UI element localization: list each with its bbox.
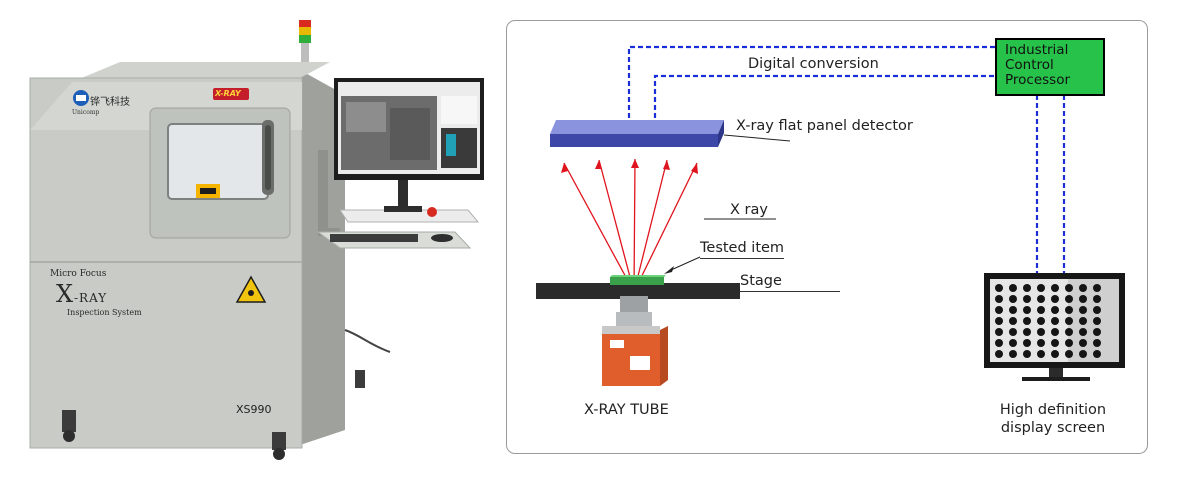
display-dot bbox=[1051, 295, 1059, 303]
display-dot bbox=[1093, 284, 1101, 292]
display-dot bbox=[1093, 317, 1101, 325]
display-dot bbox=[1065, 317, 1073, 325]
display-dot bbox=[1023, 306, 1031, 314]
display-dot bbox=[995, 317, 1003, 325]
signal-tower-light bbox=[299, 20, 311, 73]
stage-plate bbox=[536, 283, 740, 299]
display-dot bbox=[1093, 350, 1101, 358]
display-dot bbox=[1079, 350, 1087, 358]
display-dot bbox=[1079, 306, 1087, 314]
display-dot bbox=[1023, 350, 1031, 358]
display-dot bbox=[1009, 284, 1017, 292]
display-dot bbox=[1037, 317, 1045, 325]
label-tested-item: Tested item bbox=[700, 240, 785, 259]
display-dot bbox=[1009, 295, 1017, 303]
flat-panel-detector bbox=[550, 120, 724, 147]
display-dot bbox=[1051, 284, 1059, 292]
brand-micro-focus: Micro Focus bbox=[50, 269, 107, 279]
display-dot bbox=[1009, 339, 1017, 347]
brand-ray: -RAY bbox=[74, 291, 108, 305]
display-dot bbox=[995, 328, 1003, 336]
display-dot bbox=[1079, 284, 1087, 292]
logo-company-text: 铧飞科技 bbox=[90, 97, 130, 108]
logo-sub-text: Unicomp bbox=[72, 109, 100, 116]
label-digital-conversion: Digital conversion bbox=[748, 56, 879, 72]
xray-machine-illustration bbox=[29, 20, 484, 460]
display-dot bbox=[995, 295, 1003, 303]
display-dot bbox=[1037, 306, 1045, 314]
display-dot bbox=[1051, 328, 1059, 336]
brand-inspection-system: Inspection System bbox=[67, 308, 142, 317]
display-dot bbox=[995, 350, 1003, 358]
keyboard bbox=[330, 234, 418, 242]
display-dot bbox=[1093, 328, 1101, 336]
display-dot bbox=[1023, 295, 1031, 303]
label-flat-panel-detector: X-ray flat panel detector bbox=[736, 118, 913, 134]
xray-beam-arrowheads bbox=[561, 159, 698, 174]
xray-tube bbox=[602, 296, 668, 386]
display-dot bbox=[1065, 295, 1073, 303]
display-dot bbox=[1051, 339, 1059, 347]
display-dot bbox=[1065, 350, 1073, 358]
display-dot bbox=[1093, 295, 1101, 303]
ipc-label: Industrial Control Processor bbox=[1005, 42, 1071, 88]
data-link-lines bbox=[627, 45, 1066, 273]
display-dot bbox=[1023, 339, 1031, 347]
display-dot bbox=[1037, 339, 1045, 347]
label-x-ray: X ray bbox=[730, 202, 768, 218]
display-dot bbox=[1079, 328, 1087, 336]
display-dot bbox=[1065, 306, 1073, 314]
display-dot bbox=[995, 339, 1003, 347]
display-dot bbox=[1009, 317, 1017, 325]
callout-leaders bbox=[670, 134, 791, 271]
display-dot bbox=[1079, 317, 1087, 325]
display-dot bbox=[1051, 317, 1059, 325]
xray-badge bbox=[213, 88, 249, 100]
display-dot bbox=[1065, 339, 1073, 347]
display-dot bbox=[1065, 284, 1073, 292]
display-dot bbox=[1093, 306, 1101, 314]
display-dot bbox=[1065, 328, 1073, 336]
industrial-control-processor-box: Industrial Control Processor bbox=[995, 38, 1105, 96]
model-number: XS990 bbox=[236, 403, 272, 416]
display-dot bbox=[1037, 284, 1045, 292]
label-xray-tube: X-RAY TUBE bbox=[584, 402, 669, 418]
display-dot bbox=[1037, 328, 1045, 336]
xray-machine-photo: 铧飞科技 Unicomp X-RAY Micro Focus X -RAY In… bbox=[0, 0, 490, 483]
display-dot bbox=[1009, 306, 1017, 314]
xray-beams bbox=[563, 158, 698, 293]
display-dot bbox=[1079, 339, 1087, 347]
display-dot bbox=[1009, 350, 1017, 358]
display-dot bbox=[1051, 306, 1059, 314]
display-dot bbox=[1023, 284, 1031, 292]
display-dot bbox=[995, 306, 1003, 314]
label-stage: Stage bbox=[740, 273, 840, 292]
display-dot bbox=[1079, 295, 1087, 303]
brand-x: X bbox=[56, 280, 74, 308]
display-dot bbox=[995, 284, 1003, 292]
display-dot bbox=[1051, 350, 1059, 358]
display-dot-grid bbox=[995, 284, 1101, 358]
display-dot bbox=[1037, 295, 1045, 303]
display-dot bbox=[1093, 339, 1101, 347]
display-dot bbox=[1009, 328, 1017, 336]
display-dot bbox=[1037, 350, 1045, 358]
tested-item-block bbox=[610, 277, 664, 285]
display-dot bbox=[1023, 317, 1031, 325]
display-dot bbox=[1023, 328, 1031, 336]
xray-badge-label: X-RAY bbox=[215, 89, 241, 98]
label-hd-display: High definition display screen bbox=[999, 402, 1107, 436]
radiation-warning-icon bbox=[235, 275, 267, 303]
